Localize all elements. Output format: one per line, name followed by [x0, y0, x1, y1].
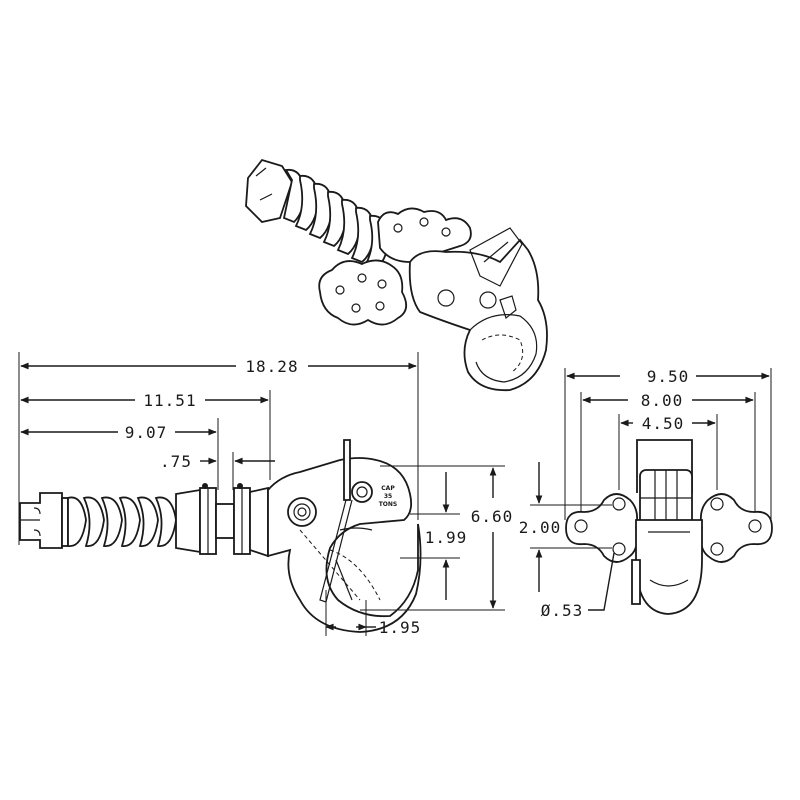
front-view: 9.50 8.00 4.50 2.00 Ø.53 [519, 367, 773, 620]
dim-vertical-hole-spacing: 2.00 [519, 518, 562, 537]
dim-mid-hole-spacing: 8.00 [641, 391, 684, 410]
dim-length-to-mount: 9.07 [125, 423, 168, 442]
hook-label-tons: TONS [379, 501, 398, 508]
dim-length-to-flange: 11.51 [143, 391, 196, 410]
side-spring [61, 496, 177, 547]
hook-label-35: 35 [384, 493, 392, 500]
dim-inner-hole-spacing: 4.50 [642, 414, 685, 433]
dim-overall-height: 6.60 [471, 507, 514, 526]
dim-flange-gap: .75 [160, 452, 192, 471]
dim-overall-length: 18.28 [245, 357, 298, 376]
dim-hook-opening: 1.99 [425, 528, 468, 547]
dim-hook-throat: 1.95 [379, 618, 422, 637]
isometric-spring [282, 168, 389, 270]
hook-label-cap: CAP [381, 485, 395, 492]
dim-outer-hole-spacing: 9.50 [647, 367, 690, 386]
isometric-view [245, 158, 548, 392]
dim-hole-diameter: Ø.53 [541, 601, 584, 620]
side-view: 18.28 11.51 9.07 .75 [18, 352, 514, 637]
